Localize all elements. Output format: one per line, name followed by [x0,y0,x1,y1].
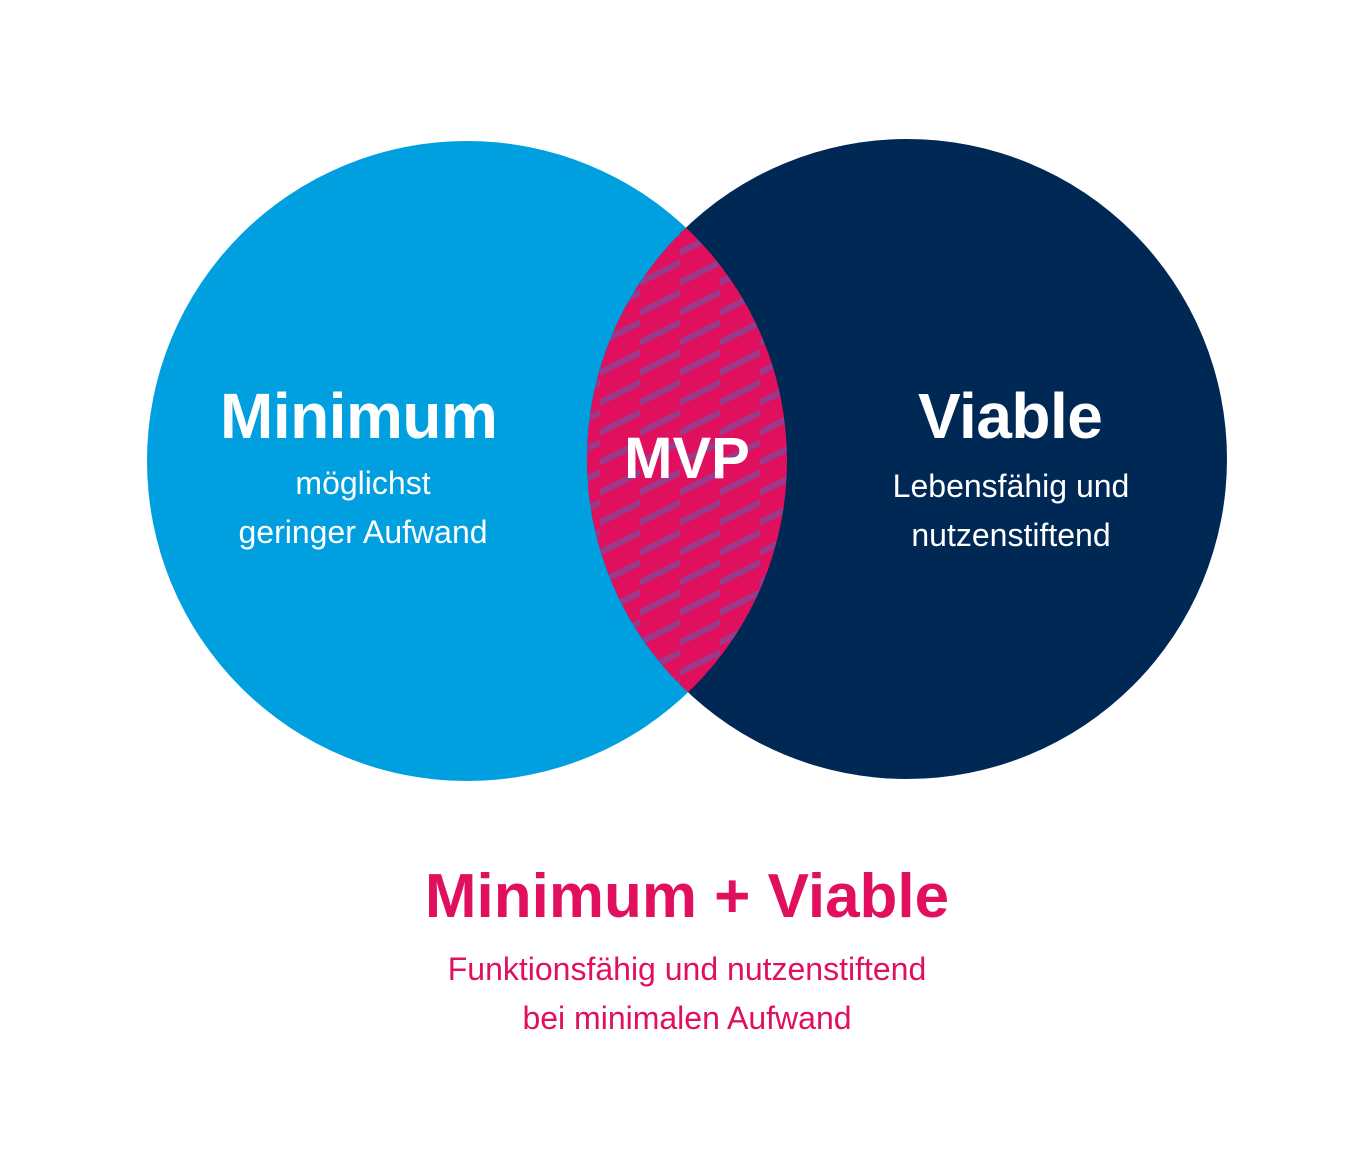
minimum-title: Minimum [220,380,498,452]
minimum-subtitle: möglichst geringer Aufwand [238,465,488,550]
mvp-label: MVP [624,426,750,491]
viable-title: Viable [918,380,1103,452]
viable-circle [587,139,1227,779]
summary-description: Funktionsfähig und nutzenstiftend bei mi… [447,951,927,1036]
viable-subtitle: Lebensfähig und nutzenstiftend [892,468,1130,553]
minimum-circle [147,141,787,781]
summary-title: Minimum + Viable [424,862,950,931]
